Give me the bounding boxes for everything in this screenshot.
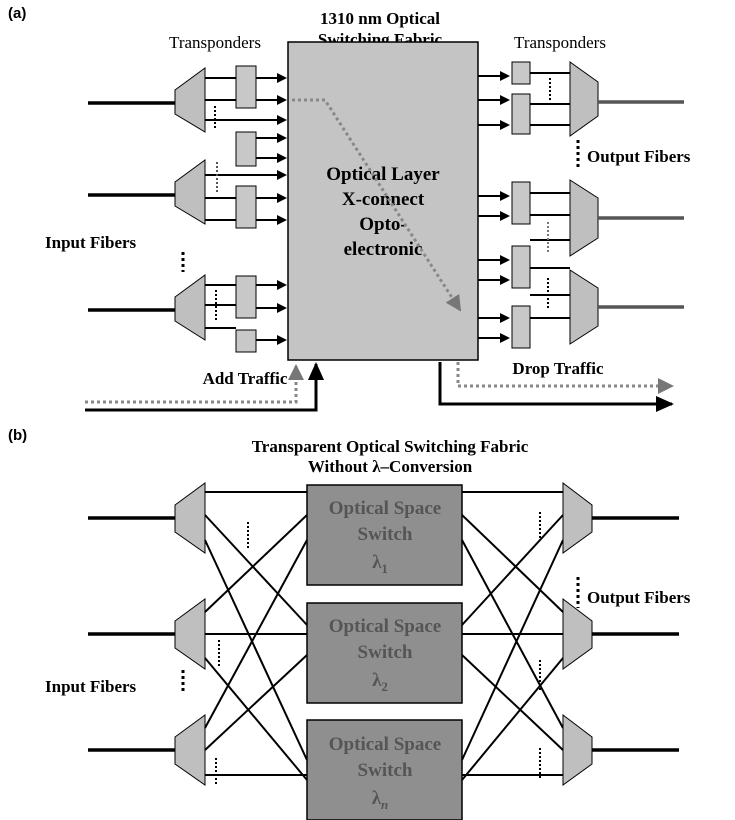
svg-text:λ1: λ1	[372, 552, 388, 576]
panel-b: (b) Transparent Optical Switching Fabric…	[8, 427, 691, 820]
panel-a: (a) 1310 nm Optical Switching Fabric Tra…	[8, 5, 691, 412]
optical-space-switch-n: Optical Space Switch λn	[306, 719, 463, 820]
output-mux-b-2	[562, 597, 593, 670]
input-demux-b-1	[174, 482, 206, 554]
output-mux-1	[478, 61, 684, 137]
lambda-1-symbol: λ	[372, 552, 382, 573]
internal-lightpath	[292, 98, 462, 312]
input-fibers-label-b: Input Fibers	[45, 677, 137, 696]
panel-b-title-line1: Transparent Optical Switching Fabric	[252, 437, 529, 456]
optical-space-switch-2: Optical Space Switch λ2	[306, 602, 463, 704]
panel-b-tag: (b)	[8, 427, 27, 444]
output-mux-b-3	[562, 713, 593, 786]
svg-text:λ2: λ2	[372, 670, 388, 694]
switch-1-line1: Optical Space	[329, 498, 441, 519]
input-demux-1	[88, 65, 287, 167]
switch-1-line2: Switch	[358, 524, 413, 545]
core-label-line3: Opto-	[359, 214, 407, 235]
input-fibers-label-a: Input Fibers	[45, 233, 137, 252]
panel-a-tag: (a)	[8, 5, 26, 22]
output-interconnect	[461, 491, 564, 781]
lambda-n-symbol: λ	[372, 788, 382, 809]
output-fibers-label-a: Output Fibers	[587, 147, 691, 166]
optical-space-switch-1: Optical Space Switch λ1	[306, 484, 463, 586]
drop-traffic-dashed-path	[456, 362, 674, 394]
input-demux-b-2	[174, 598, 206, 670]
switch-2-line2: Switch	[358, 642, 413, 663]
svg-text:λn: λn	[372, 788, 389, 812]
core-label-line2: X-connect	[342, 189, 425, 210]
core-label-line1: Optical Layer	[326, 164, 440, 185]
add-traffic-solid-path	[85, 362, 324, 412]
switch-n-line1: Optical Space	[329, 734, 441, 755]
input-demux-2	[88, 159, 287, 229]
panel-b-title-line2: Without λ–Conversion	[308, 457, 473, 476]
drop-traffic-label: Drop Traffic	[512, 359, 604, 378]
switch-2-line1: Optical Space	[329, 616, 441, 637]
lambda-2-symbol: λ	[372, 670, 382, 691]
fabric-title-line1: 1310 nm Optical	[320, 9, 440, 28]
input-demux-b-3	[174, 714, 206, 786]
output-mux-b-1	[562, 481, 593, 554]
input-interconnect	[204, 491, 308, 781]
lambda-1-subscript: 1	[381, 561, 388, 576]
output-mux-3	[478, 245, 684, 349]
output-mux-2	[478, 179, 684, 257]
input-demux-3	[88, 274, 287, 353]
add-traffic-label: Add Traffic	[203, 369, 288, 388]
add-traffic-dashed-path	[85, 364, 304, 404]
output-fibers-label-b: Output Fibers	[587, 588, 691, 607]
lambda-2-subscript: 2	[381, 679, 388, 694]
transponders-left-label: Transponders	[169, 33, 261, 52]
switch-n-line2: Switch	[358, 760, 413, 781]
transponders-right-label: Transponders	[514, 33, 606, 52]
drop-traffic-solid-path	[438, 362, 674, 412]
core-label-line4: electronic	[344, 239, 423, 260]
lambda-n-subscript: n	[381, 797, 388, 812]
